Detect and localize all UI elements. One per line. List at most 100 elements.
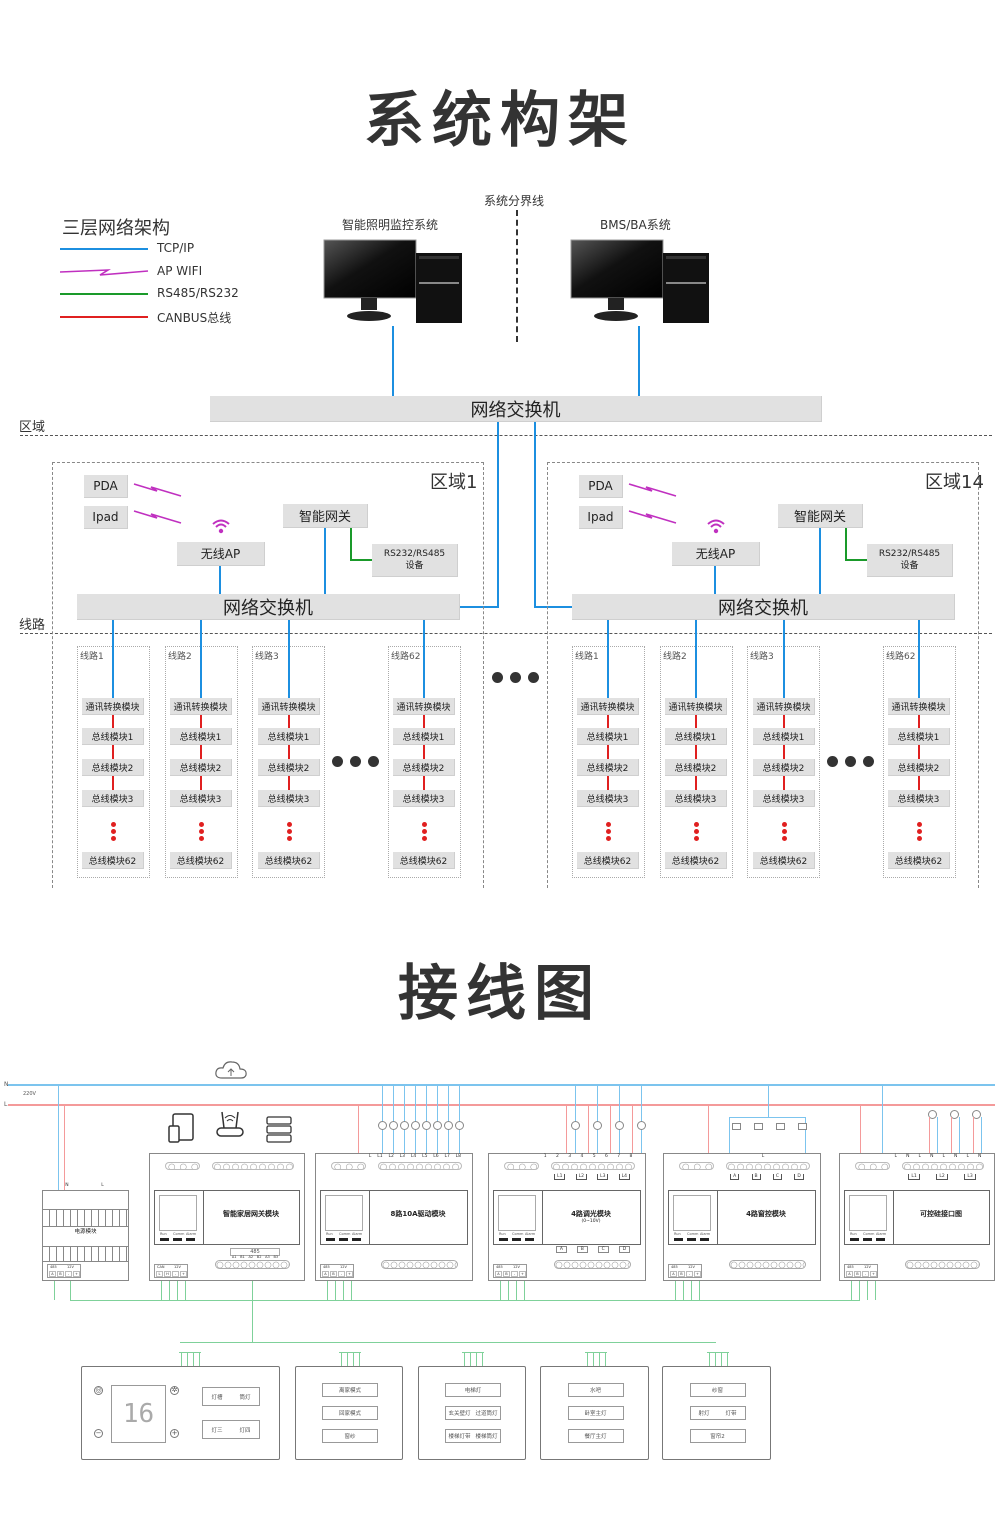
indicator-led [850, 1238, 859, 1241]
control-panel[interactable]: 16 ◎ ✲ − + 灯槽筒灯灯三灯四 [81, 1366, 280, 1460]
terminal-label: 4 [580, 1154, 584, 1159]
load-wire [426, 1085, 427, 1153]
panel-wire [726, 1352, 728, 1366]
bus-module: 总线模块62 [393, 852, 455, 869]
bus-wire [859, 1281, 860, 1300]
terminal-label: L [761, 1154, 765, 1159]
bus-wire [500, 1281, 501, 1300]
panel-button[interactable]: 玄关壁灯过道筒灯 [445, 1406, 501, 1420]
zone-level-label: 区域 [19, 420, 46, 435]
load-wire [566, 1104, 567, 1153]
canbus-ellipsis-dot [110, 836, 116, 841]
bus-terminal-label: - [338, 1271, 345, 1277]
uplink-zone14 [534, 606, 572, 608]
bus-module: 通讯转换模块 [753, 698, 815, 715]
rs485-link [845, 559, 867, 561]
terminal-label: L [942, 1154, 945, 1159]
port-label: B2 [256, 1255, 262, 1259]
zone-box [547, 462, 979, 888]
load-wire [973, 1117, 974, 1153]
canbus-ellipsis-dot [916, 836, 922, 841]
lamp-icon [928, 1110, 937, 1119]
tcp-link [324, 528, 326, 594]
button-label: 楼梯筒灯 [475, 1434, 498, 1440]
bus-module: 总线模块2 [665, 759, 727, 776]
panel-button[interactable]: 灯槽筒灯 [202, 1387, 260, 1406]
lamp-icon [571, 1121, 580, 1130]
control-panel[interactable]: 电梯灯玄关壁灯过道筒灯楼梯灯带楼梯筒灯 [418, 1366, 526, 1460]
zone-switch: 网络交换机 [77, 594, 460, 620]
channel-label: L4 [618, 1174, 630, 1180]
channel-label: L3 [964, 1174, 976, 1180]
mode-icon[interactable]: ◎ [94, 1386, 103, 1395]
fan-icon[interactable]: ✲ [170, 1386, 179, 1395]
panel-wire [482, 1352, 483, 1366]
port-label: B1 [240, 1255, 245, 1259]
panel-button[interactable]: 楼梯灯带楼梯筒灯 [445, 1429, 501, 1443]
port-block [381, 1260, 458, 1269]
indicator-led [700, 1238, 709, 1241]
power-wire [64, 1104, 65, 1190]
panel-wire [706, 1352, 729, 1353]
panel-button[interactable]: 卧室主灯 [567, 1406, 624, 1420]
minus-icon[interactable]: − [94, 1429, 103, 1438]
panel-button[interactable]: 灯三灯四 [202, 1420, 260, 1439]
terminal-label: L3 [399, 1154, 406, 1159]
temperature-display: 16 [111, 1385, 166, 1443]
canbus-link [288, 776, 290, 790]
legend-label: TCP/IP [157, 241, 195, 255]
wifi-icon [707, 519, 725, 534]
control-panel[interactable]: 纱窗射灯灯带窗帘2 [662, 1366, 771, 1460]
module-name: 4路窗控模块 [746, 1210, 786, 1218]
bus-module: 总线模块1 [82, 728, 144, 745]
bus-terminal-label: - [65, 1271, 72, 1277]
port-label: B3 [273, 1255, 279, 1259]
plus-icon[interactable]: + [170, 1429, 179, 1438]
lamp-icon [637, 1121, 646, 1130]
legend-wifi-swatch [60, 269, 149, 276]
bus-label: 485 [323, 1265, 330, 1269]
tcp-link [200, 620, 202, 698]
legend-label: CANBUS总线 [157, 311, 232, 325]
motor-icon [754, 1123, 763, 1130]
indicator-label: Run [326, 1232, 333, 1236]
panel-button[interactable]: 水吧 [567, 1383, 624, 1397]
panel-button[interactable]: 窗纱 [322, 1429, 378, 1443]
divider [369, 1191, 370, 1244]
terminal-label: L2 [388, 1154, 394, 1159]
control-panel[interactable]: 离家模式回家模式窗纱 [295, 1366, 403, 1460]
legend-swatch [60, 248, 148, 250]
line-title: 线路3 [750, 652, 774, 662]
legend-label: RS485/RS232 [157, 286, 239, 300]
panel-button[interactable]: 离家模式 [322, 1383, 378, 1397]
tcp-link [423, 620, 425, 698]
canbus-link [783, 745, 785, 759]
bus-trunk [70, 1300, 860, 1301]
panel-button[interactable]: 射灯灯带 [689, 1406, 746, 1420]
panel-button[interactable]: 餐厅主灯 [567, 1429, 624, 1443]
terminal-label: N [954, 1154, 958, 1159]
panel-button[interactable]: 电梯灯 [445, 1383, 501, 1397]
canbus-ellipsis-dot [286, 822, 292, 827]
top-terminal-labels: L [714, 1154, 812, 1159]
bus-label: CAN [157, 1265, 165, 1269]
panel-button[interactable]: 窗帘2 [689, 1429, 746, 1443]
panel-button[interactable]: 纱窗 [689, 1383, 746, 1397]
button-label: 电梯灯 [464, 1388, 482, 1394]
line-title: 线路1 [80, 652, 104, 662]
motor-icon [732, 1123, 741, 1130]
pda-box: PDA [84, 475, 128, 498]
control-panel[interactable]: 水吧卧室主灯餐厅主灯 [540, 1366, 649, 1460]
panel-button[interactable]: 回家模式 [322, 1406, 378, 1420]
button-label: 灯四 [239, 1427, 251, 1434]
monitoring-computer-icon [323, 239, 462, 323]
canbus-ellipsis-dot [605, 836, 611, 841]
terminal-block [165, 1162, 200, 1170]
